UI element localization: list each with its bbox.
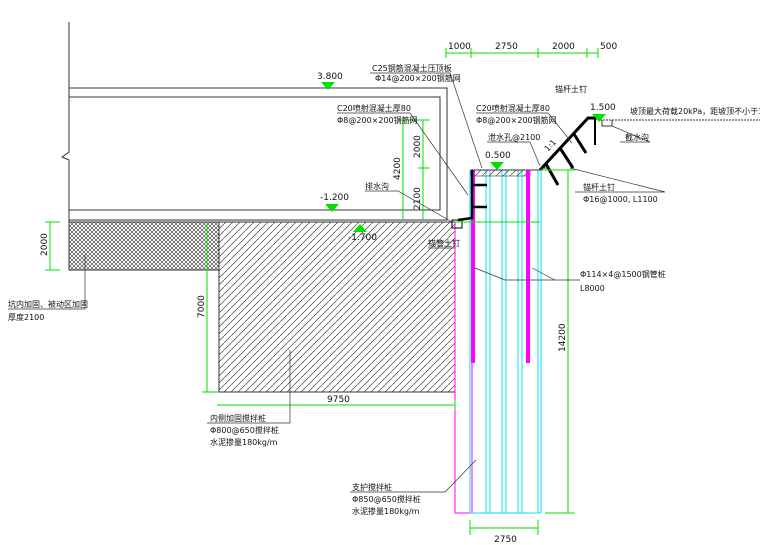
soil-nail-top-label: 锚杆土钉 bbox=[555, 84, 587, 94]
pipe-nail-bracket bbox=[457, 170, 487, 222]
shotcrete-left-label: C20喷射混凝土厚80 bbox=[337, 103, 411, 113]
steel-pipe-pile-label: Φ114×4@1500钢管桩 bbox=[580, 269, 666, 279]
pit-reinforcement-label: 坑内加固、被动区加固 bbox=[8, 299, 88, 309]
elevation-1500: 1.500 bbox=[590, 103, 616, 113]
drain-ditch-label: 排水沟 bbox=[365, 181, 389, 191]
pipe-nail-label: 锚管土钉 bbox=[428, 238, 460, 248]
support-pile-spec: Φ850@650搅拌桩 bbox=[352, 494, 421, 504]
dim-14200: 14200 bbox=[558, 323, 568, 352]
drain-ditch bbox=[451, 219, 463, 229]
leader-lines bbox=[8, 72, 666, 493]
elevation-markers bbox=[321, 82, 606, 232]
elevation-3800: 3.800 bbox=[317, 72, 343, 82]
dim-2000-upper: 2000 bbox=[413, 135, 423, 158]
cap-slab-label: C25钢筋混凝土压顶板 bbox=[372, 63, 452, 73]
soil-nail-spec: Φ16@1000, L1100 bbox=[583, 195, 658, 204]
inner-pile-cement: 水泥掺量180kg/m bbox=[210, 437, 278, 447]
dim-7000: 7000 bbox=[197, 295, 207, 318]
inner-mixing-pile-zone bbox=[218, 221, 456, 393]
elevation-minus1200: -1.200 bbox=[320, 193, 349, 203]
steel-pipe-pile-right bbox=[526, 170, 530, 363]
shotcrete-left-rebar: Φ8@200×200钢筋网 bbox=[337, 115, 418, 125]
steel-pipe-pile-length: L8000 bbox=[580, 284, 605, 293]
intercept-ditch bbox=[601, 120, 613, 127]
support-pile-cement: 水泥掺量180kg/m bbox=[352, 506, 420, 516]
support-pile-label: 支护搅拌桩 bbox=[352, 482, 392, 492]
dim-2100: 2100 bbox=[413, 187, 423, 210]
cap-slab-rebar: Φ14@200×200钢筋网 bbox=[375, 73, 461, 83]
elevation-0500: 0.500 bbox=[485, 151, 511, 161]
dim-1000: 1000 bbox=[448, 42, 471, 52]
dim-2000-left: 2000 bbox=[40, 233, 50, 256]
dim-2750-top: 2750 bbox=[495, 42, 518, 52]
dim-4200: 4200 bbox=[393, 157, 403, 180]
drain-hole-label: 泄水孔@2100 bbox=[488, 132, 540, 142]
dim-9750: 9750 bbox=[327, 395, 350, 405]
shotcrete-right-label: C20喷射混凝土厚80 bbox=[476, 103, 550, 113]
steel-pipe-pile-left bbox=[471, 170, 475, 363]
dim-2000-top: 2000 bbox=[552, 42, 575, 52]
dim-500: 500 bbox=[600, 42, 617, 52]
dimension-lines bbox=[45, 48, 599, 535]
inner-pile-spec: Φ800@650搅拌桩 bbox=[210, 425, 279, 435]
pit-reinforcement-thickness: 厚度2100 bbox=[8, 312, 44, 322]
dim-2750-bottom: 2750 bbox=[494, 535, 517, 545]
passive-zone-reinforcement bbox=[68, 221, 220, 271]
shotcrete-right-rebar: Φ8@200×200钢筋网 bbox=[476, 115, 557, 125]
existing-building bbox=[60, 22, 448, 250]
intercept-ditch-label: 截水沟 bbox=[625, 132, 649, 142]
elevation-minus1700: -1.700 bbox=[348, 233, 377, 243]
support-pile-wall bbox=[454, 169, 542, 514]
surcharge-label: 坡顶最大荷载20kPa，距坡顶不小于3m bbox=[630, 106, 760, 116]
soil-nail-label: 锚杆土钉 bbox=[583, 182, 615, 192]
inner-pile-label: 内侧加固搅拌桩 bbox=[210, 413, 266, 423]
